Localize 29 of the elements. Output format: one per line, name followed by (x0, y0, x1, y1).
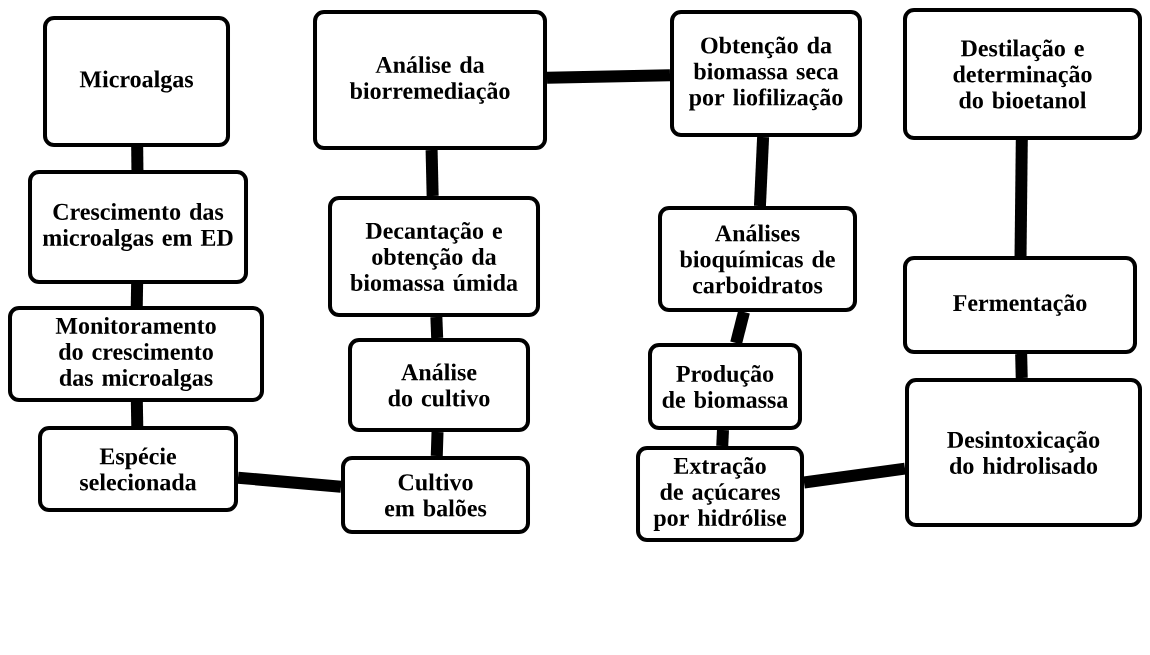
process-box: Monitoramento do crescimento das microalgas (8, 306, 264, 402)
connector-line (1015, 353, 1028, 379)
process-box: Desintoxicação do hidrolisado (905, 378, 1142, 527)
connector-line (131, 146, 144, 171)
connector-line (237, 471, 342, 493)
connector-line (130, 401, 144, 427)
process-box: Crescimento das microalgas em ED (28, 170, 248, 284)
process-box: Análise do cultivo (348, 338, 530, 432)
connector-line (716, 429, 729, 447)
connector-line (803, 462, 906, 489)
connector-line (730, 310, 750, 345)
process-box: Microalgas (43, 16, 230, 147)
connector-line (130, 283, 144, 307)
process-box: Decantação e obtenção da biomassa úmida (328, 196, 540, 317)
process-box: Extração de açúcares por hidrólise (636, 446, 804, 542)
connector-line (430, 316, 444, 339)
connector-line (430, 431, 444, 457)
process-box: Análises bioquímicas de carboidratos (658, 206, 857, 312)
process-box: Espécie selecionada (38, 426, 238, 512)
process-box: Cultivo em balões (341, 456, 530, 534)
connector-line (1014, 139, 1028, 257)
process-box: Produção de biomassa (648, 343, 802, 430)
connector-line (753, 136, 770, 207)
process-box: Fermentação (903, 256, 1137, 354)
process-box: Análise da biorremediação (313, 10, 547, 150)
connector-line (546, 69, 671, 84)
process-box: Obtenção da biomassa seca por liofilização (670, 10, 862, 137)
connector-line (425, 149, 439, 197)
process-box: Destilação e determinação do bioetanol (903, 8, 1142, 140)
